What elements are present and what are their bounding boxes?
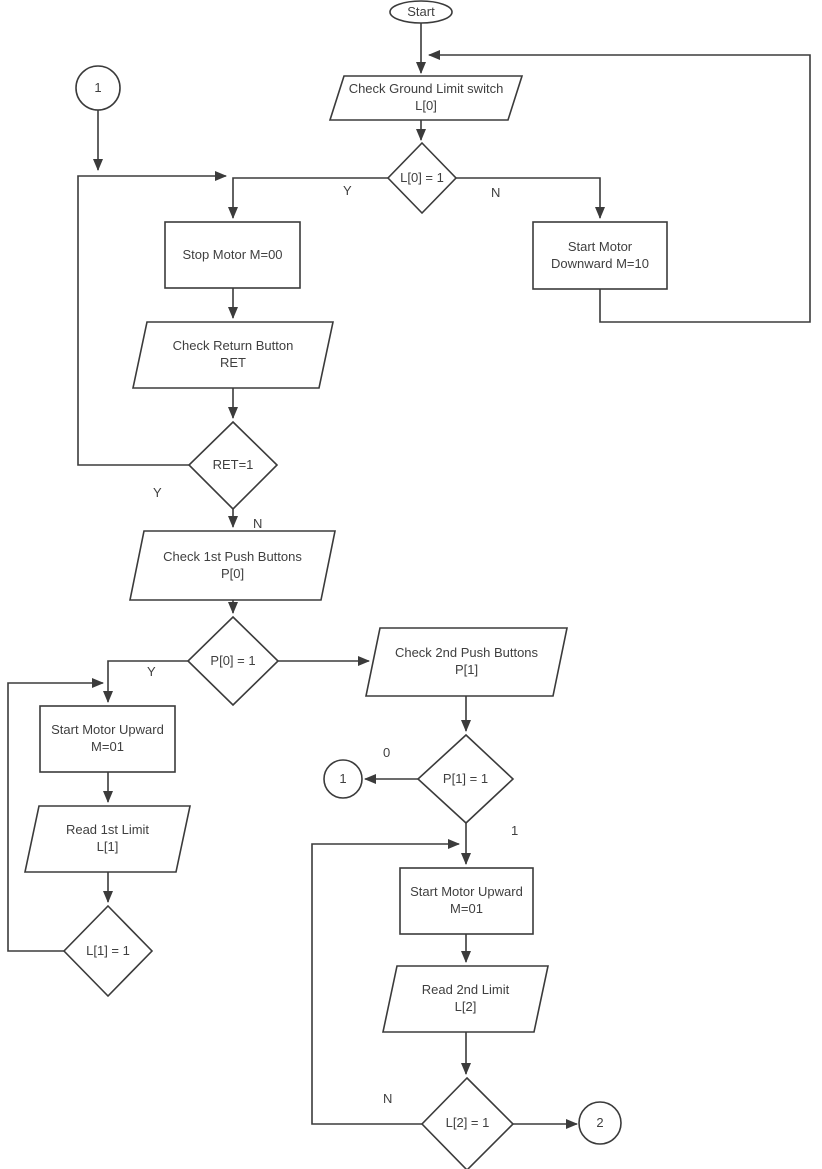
process-start-up-left-shape	[39, 705, 176, 773]
edges	[7, 23, 811, 1129]
edge-l0-yes	[228, 177, 388, 219]
process-start-down-shape	[532, 221, 668, 290]
io-check-p1-shape	[365, 627, 568, 697]
edge-p0-yes	[103, 660, 188, 703]
start-terminator-shape	[389, 0, 453, 24]
connector-1-top-shape	[75, 65, 121, 111]
io-read-l1-shape	[24, 805, 191, 873]
decision-p1-shape	[416, 733, 515, 825]
connector-1-mid-shape	[323, 759, 363, 799]
decision-l1-shape	[62, 904, 154, 998]
process-start-up-right-shape	[399, 867, 534, 935]
io-check-p0-shape	[129, 530, 336, 601]
connector-2-shape	[578, 1101, 622, 1145]
io-read-l2-shape	[382, 965, 549, 1033]
edge-l0-no	[456, 177, 605, 219]
edge-l1-loop	[7, 678, 104, 952]
io-check-return-shape	[132, 321, 334, 389]
decision-l2-shape	[420, 1076, 515, 1169]
edge-l2-no-loop	[311, 839, 460, 1125]
edge-ret-yes-loop	[77, 171, 227, 466]
io-check-ground-shape	[328, 75, 524, 121]
process-stop-motor-shape	[164, 221, 301, 289]
shapes	[24, 0, 668, 1169]
decision-l0-shape	[386, 141, 458, 215]
decision-ret-shape	[187, 420, 279, 511]
edge-start-down-loop	[428, 50, 811, 323]
decision-p0-shape	[186, 615, 280, 707]
